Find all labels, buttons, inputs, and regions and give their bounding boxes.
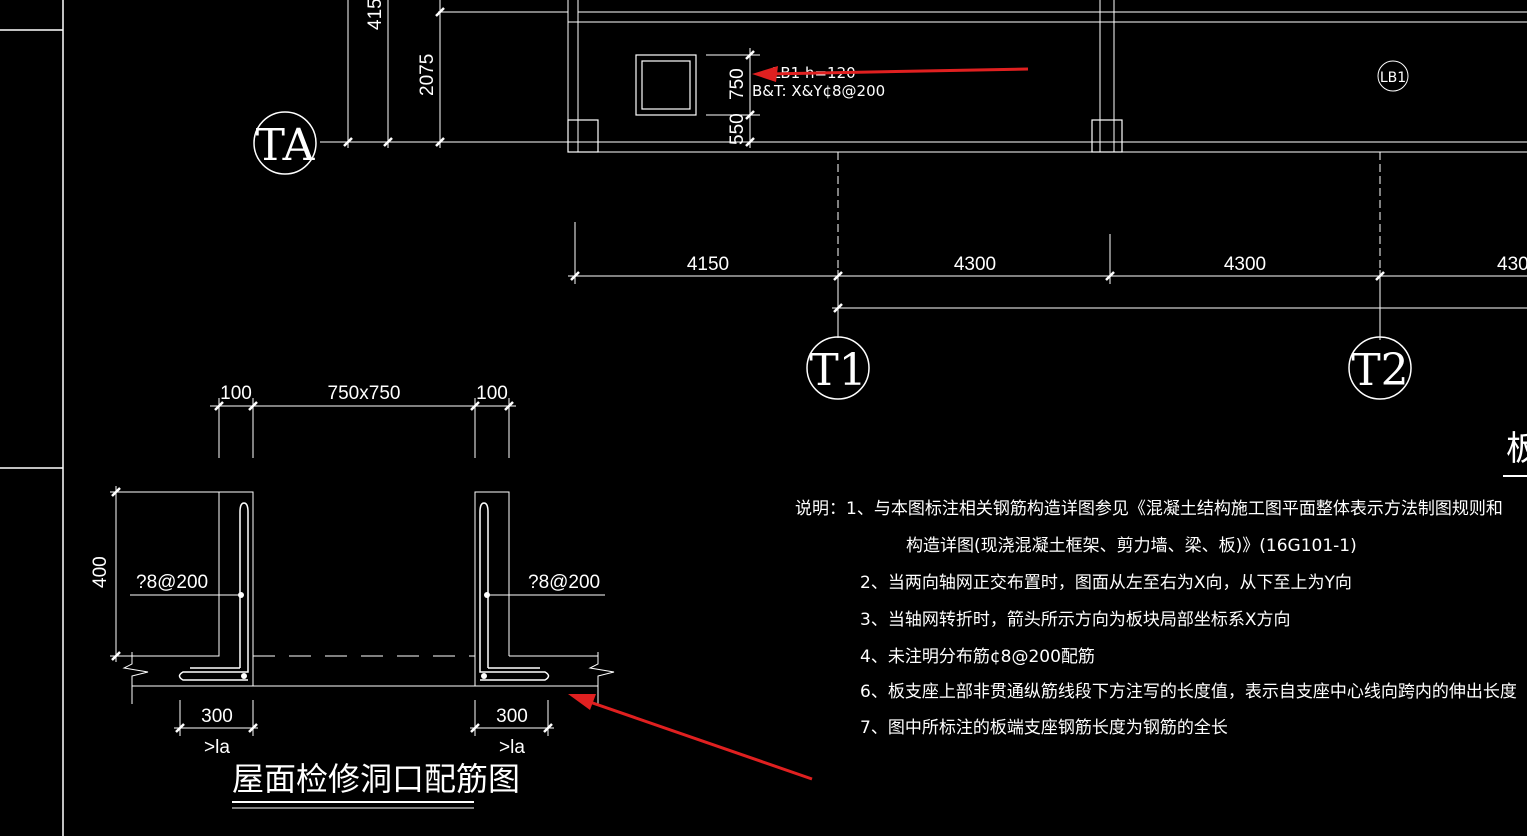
- note-2: 2、当两向轴网正交布置时，图面从左至右为X向，从下至上为Y向: [860, 573, 1352, 593]
- note-1-continued: 构造详图(现浇混凝土框架、剪力墙、梁、板)》(16G101-1): [906, 536, 1357, 556]
- axis-label-ta: TA: [256, 120, 316, 171]
- axis-label-t2: T2: [1351, 345, 1408, 396]
- dim-550-vertical: 550: [727, 113, 748, 145]
- floor-plan: 415 2075 TA: [253, 0, 1527, 477]
- dim-2075-vertical: 2075: [417, 54, 438, 96]
- detail-dim-height: 400: [90, 556, 111, 588]
- note-1: 说明：1、与本图标注相关钢筋构造详图参见《混凝土结构施工图平面整体表示方法制图规…: [795, 499, 1503, 519]
- red-arrow-plan: [752, 66, 1029, 82]
- detail-top-dimensions: [210, 398, 516, 458]
- opening-reinforcement-detail[interactable]: 100 750x750 100 400: [90, 383, 813, 809]
- detail-height-dimension: [110, 486, 219, 662]
- note-6: 6、板支座上部非贯通纵筋线段下方注写的长度值，表示自支座中心线向跨内的伸出长度: [860, 682, 1517, 702]
- span-dimensions: [568, 222, 1527, 340]
- detail-dim-right: 100: [476, 383, 508, 404]
- plan-vertical-dimensions: [320, 0, 568, 148]
- detail-title: 屋面检修洞口配筋图: [232, 760, 520, 798]
- axis-bubble-t1[interactable]: T1: [806, 336, 870, 400]
- beams: [567, 0, 1527, 153]
- detail-rebar-left: [178, 502, 249, 681]
- detail-concrete-outline: [122, 491, 615, 704]
- span-dim-2: 4300: [954, 254, 996, 275]
- detail-bottom-dimensions: [174, 700, 554, 736]
- span-dim-3: 4300: [1224, 254, 1266, 275]
- red-arrow-detail: [568, 694, 813, 781]
- detail-bar-label-left: ?8@200: [136, 572, 208, 593]
- span-dim-4: 430: [1497, 254, 1527, 275]
- detail-anchor-left: 300: [201, 706, 233, 727]
- slab-rebar-label: B&T: X&Y¢8@200: [752, 82, 885, 100]
- note-7: 7、图中所标注的板端支座钢筋长度为钢筋的全长: [860, 718, 1228, 738]
- detail-la-left: >la: [204, 737, 230, 758]
- detail-rebar-right: [479, 502, 550, 681]
- note-4: 4、未注明分布筋¢8@200配筋: [860, 647, 1095, 667]
- detail-anchor-right: 300: [496, 706, 528, 727]
- axis-label-t1: T1: [809, 345, 866, 396]
- opening-dimensions: [706, 48, 760, 148]
- axis-bubble-ta[interactable]: TA: [253, 111, 317, 175]
- slab-tag-lb1-label: LB1: [1380, 70, 1406, 86]
- detail-la-right: >la: [499, 737, 525, 758]
- dim-750-vertical: 750: [727, 68, 748, 100]
- detail-rebar-dots: [238, 592, 490, 679]
- drawing-frame: [0, 0, 64, 836]
- detail-bar-label-right: ?8@200: [528, 572, 600, 593]
- general-notes: 说明：1、与本图标注相关钢筋构造详图参见《混凝土结构施工图平面整体表示方法制图规…: [795, 499, 1517, 738]
- cut-off-title-char: 板: [1506, 429, 1527, 469]
- axis-bubble-t2[interactable]: T2: [1348, 336, 1412, 400]
- detail-dim-opening: 750x750: [328, 383, 401, 404]
- roof-opening-plan[interactable]: [635, 54, 697, 116]
- grid-lines: [837, 152, 1381, 276]
- note-3: 3、当轴网转折时，箭头所示方向为板块局部坐标系X方向: [860, 610, 1290, 630]
- dim-4150-vertical: 415: [365, 0, 386, 30]
- slab-tag-lb1[interactable]: LB1: [1377, 60, 1409, 92]
- columns: [567, 119, 1123, 153]
- span-dim-1: 4150: [687, 254, 729, 275]
- detail-dim-left: 100: [220, 383, 252, 404]
